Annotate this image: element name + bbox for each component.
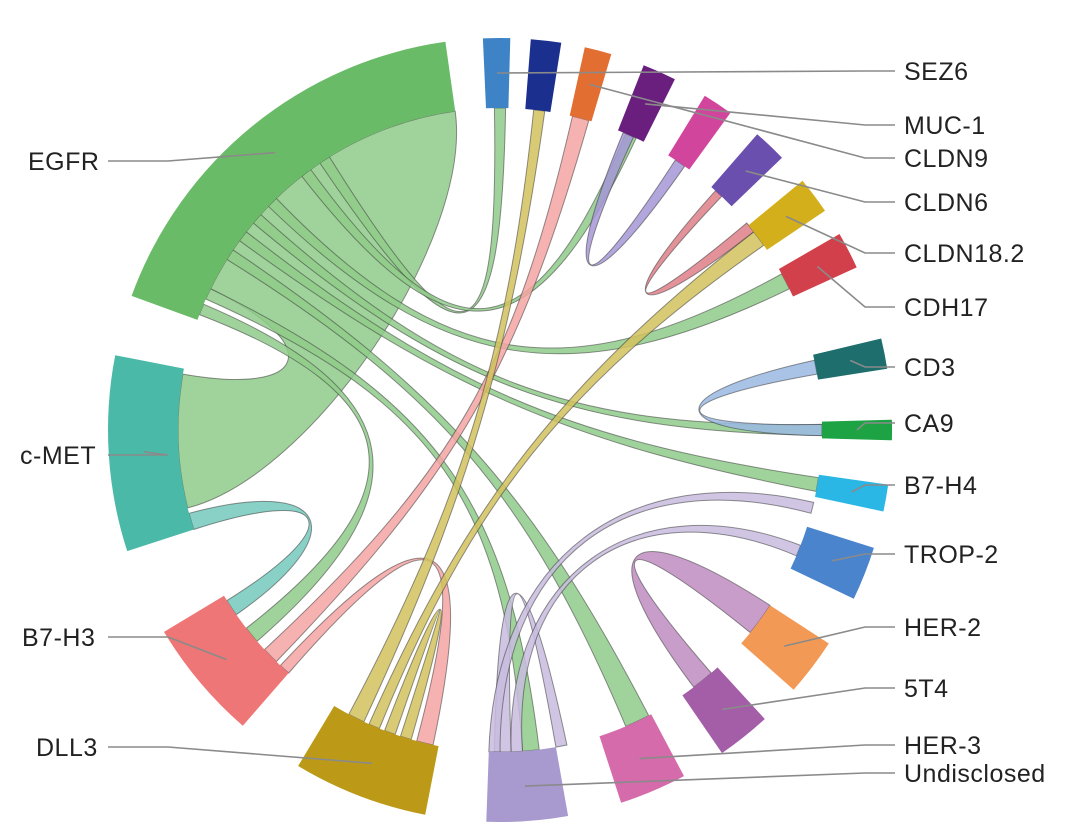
ribbon-dll3-muc-1 xyxy=(348,109,546,723)
label-cldn18-2: CLDN18.2 xyxy=(904,240,1025,268)
leader-muc-1 xyxy=(645,103,895,126)
label-5t4: 5T4 xyxy=(904,675,949,703)
arc-cldn18-2 xyxy=(668,95,731,170)
ribbon-b7-h3-cldn9 xyxy=(263,115,590,663)
leader-dll3 xyxy=(108,746,373,765)
leader-cd3 xyxy=(849,359,895,368)
leader-cdh17 xyxy=(816,265,895,308)
arc-dll3 xyxy=(298,706,439,815)
leader-sez6 xyxy=(496,70,895,74)
label-her-3: HER-3 xyxy=(904,732,982,760)
leader-5t4 xyxy=(722,687,895,711)
arc-her-2 xyxy=(815,474,889,512)
leader-c-met xyxy=(108,451,169,456)
arc-her-3 xyxy=(741,605,829,690)
leader-b7-h3 xyxy=(108,636,227,661)
ribbon-x2-x2 xyxy=(493,592,568,753)
ribbon-cdh17-cdh17 xyxy=(644,189,755,296)
label-muc-1: MUC-1 xyxy=(904,112,986,140)
arc-egfr xyxy=(131,41,456,320)
leader-cldn6 xyxy=(745,170,895,203)
arc-5t4 xyxy=(790,526,874,599)
leader-her-2 xyxy=(784,626,895,647)
ribbon-egfr-x1 xyxy=(226,249,650,728)
label-egfr: EGFR xyxy=(28,148,99,176)
arc-undisclosed xyxy=(682,667,765,754)
arc-muc-1 xyxy=(525,39,562,113)
leader-undisclosed xyxy=(524,772,895,787)
leader-cldn18-2 xyxy=(785,215,895,254)
arc-trop-2 xyxy=(821,419,893,441)
arc-cdh17 xyxy=(711,134,782,207)
label-b7-h4: B7-H4 xyxy=(904,472,977,500)
label-b7-h3: B7-H3 xyxy=(22,624,95,652)
label-cdh17: CDH17 xyxy=(904,294,988,322)
label-cd3: CD3 xyxy=(904,354,956,382)
label-ca9: CA9 xyxy=(904,410,954,438)
ribbon-egfr-x2 xyxy=(205,288,540,752)
leader-egfr xyxy=(108,151,276,162)
ribbon-layer xyxy=(177,107,823,753)
label-undisclosed: Undisclosed xyxy=(904,760,1046,788)
ribbon-egfr-ca9 xyxy=(267,197,791,355)
label-cldn6: CLDN6 xyxy=(904,189,988,217)
leader-ca9 xyxy=(856,422,895,431)
label-layer: SEZ6 MUC-1 CLDN9 CLDN6 CLDN18.2 CDH17 CD… xyxy=(20,58,1046,788)
label-trop-2: TROP-2 xyxy=(904,541,999,569)
leader-cldn9 xyxy=(589,83,895,159)
arc-b7-h4 xyxy=(813,338,888,380)
label-dll3: DLL3 xyxy=(36,734,98,762)
label-sez6: SEZ6 xyxy=(904,58,969,86)
leader-her-3 xyxy=(639,744,895,760)
leader-b7-h4 xyxy=(851,484,895,493)
arc-layer xyxy=(108,37,893,823)
arc-ca9 xyxy=(778,234,857,297)
ribbon-undisclosed-undisclosed xyxy=(631,551,771,688)
label-cldn9: CLDN9 xyxy=(904,145,988,173)
ribbon-5t4-5t4 xyxy=(698,359,823,437)
label-her-2: HER-2 xyxy=(904,614,982,642)
leader-layer xyxy=(108,70,895,787)
arc-cd3 xyxy=(748,180,825,250)
leader-trop-2 xyxy=(832,553,895,562)
arc-x2 xyxy=(486,747,569,823)
ribbon-x2-her-2 xyxy=(488,491,815,753)
arc-b7-h3 xyxy=(164,595,289,726)
label-c-met: c-MET xyxy=(20,442,96,470)
arc-sez6 xyxy=(482,37,511,109)
